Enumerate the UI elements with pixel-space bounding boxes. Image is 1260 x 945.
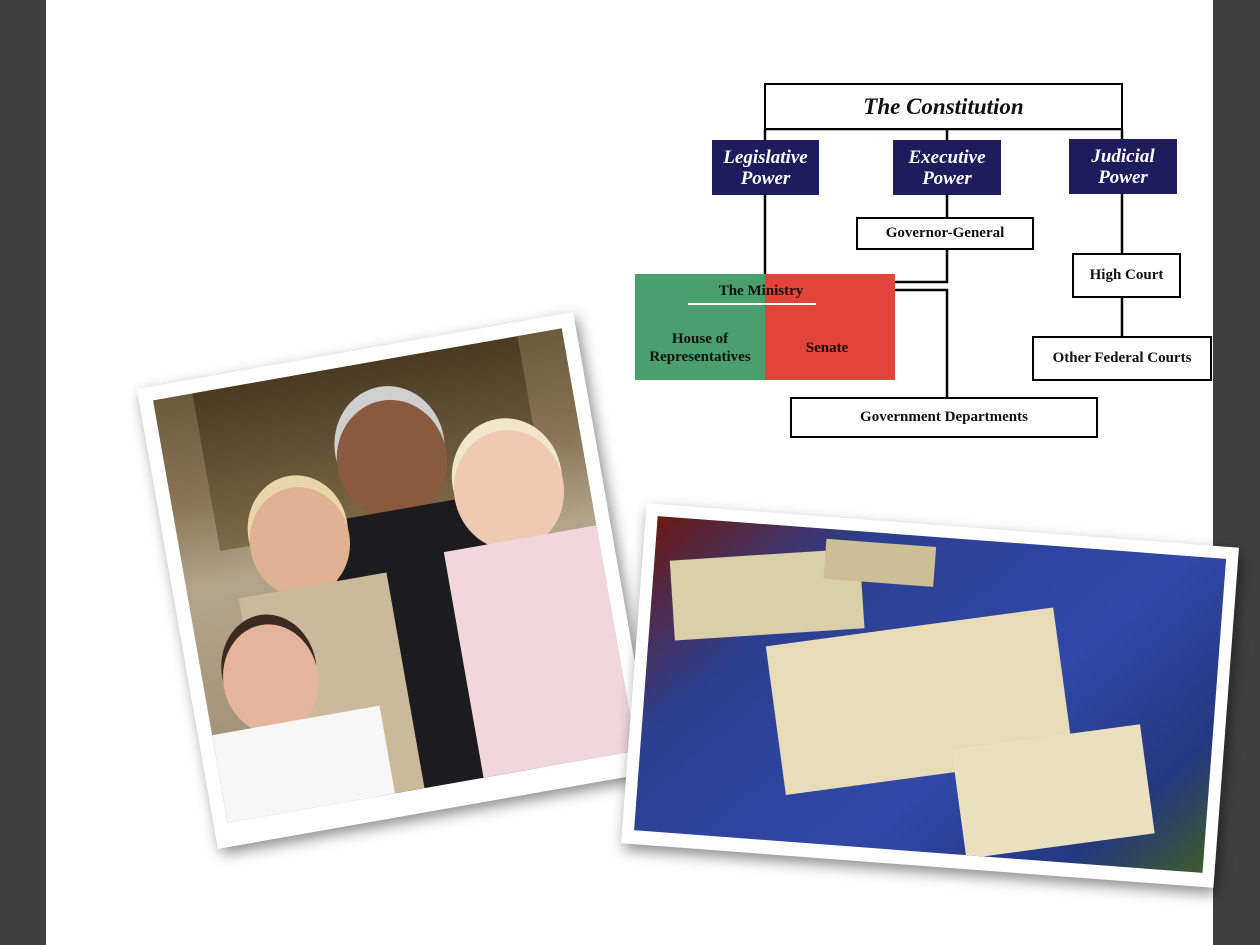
executive-label: Executive Power bbox=[908, 146, 986, 189]
high-court-box: High Court bbox=[1072, 253, 1181, 298]
executive-power-box: Executive Power bbox=[893, 140, 1001, 195]
constitution-display-photo bbox=[621, 503, 1239, 888]
legislative-power-box: Legislative Power bbox=[712, 140, 819, 195]
small-book bbox=[823, 538, 937, 587]
legislative-label: Legislative Power bbox=[723, 146, 808, 189]
governor-general-box: Governor-General bbox=[856, 217, 1034, 250]
constitution-box: The Constitution bbox=[764, 83, 1123, 130]
judicial-power-box: Judicial Power bbox=[1069, 139, 1177, 194]
parliament-block: The Ministry House of Representatives Se… bbox=[635, 274, 895, 380]
other-courts-label: Other Federal Courts bbox=[1052, 350, 1192, 366]
left-frame-bar bbox=[0, 0, 46, 945]
governor-general-label: Governor-General bbox=[885, 225, 1005, 241]
senate-area bbox=[765, 274, 895, 380]
departments-box: Government Departments bbox=[790, 397, 1098, 438]
ministry-underline bbox=[688, 303, 816, 305]
group-photo-image bbox=[153, 328, 637, 823]
house-label: House of Representatives bbox=[649, 331, 751, 365]
group-photo bbox=[136, 312, 655, 849]
other-courts-box: Other Federal Courts bbox=[1032, 336, 1212, 381]
display-photo-image bbox=[634, 516, 1227, 873]
constitution-label: The Constitution bbox=[863, 93, 1024, 119]
high-court-label: High Court bbox=[1089, 267, 1164, 283]
person-front-body bbox=[212, 705, 401, 823]
departments-label: Government Departments bbox=[860, 409, 1028, 425]
senate-label: Senate bbox=[805, 340, 849, 356]
ministry-label: The Ministry bbox=[718, 283, 804, 299]
house-area bbox=[635, 274, 765, 380]
judicial-label: Judicial Power bbox=[1091, 145, 1155, 188]
